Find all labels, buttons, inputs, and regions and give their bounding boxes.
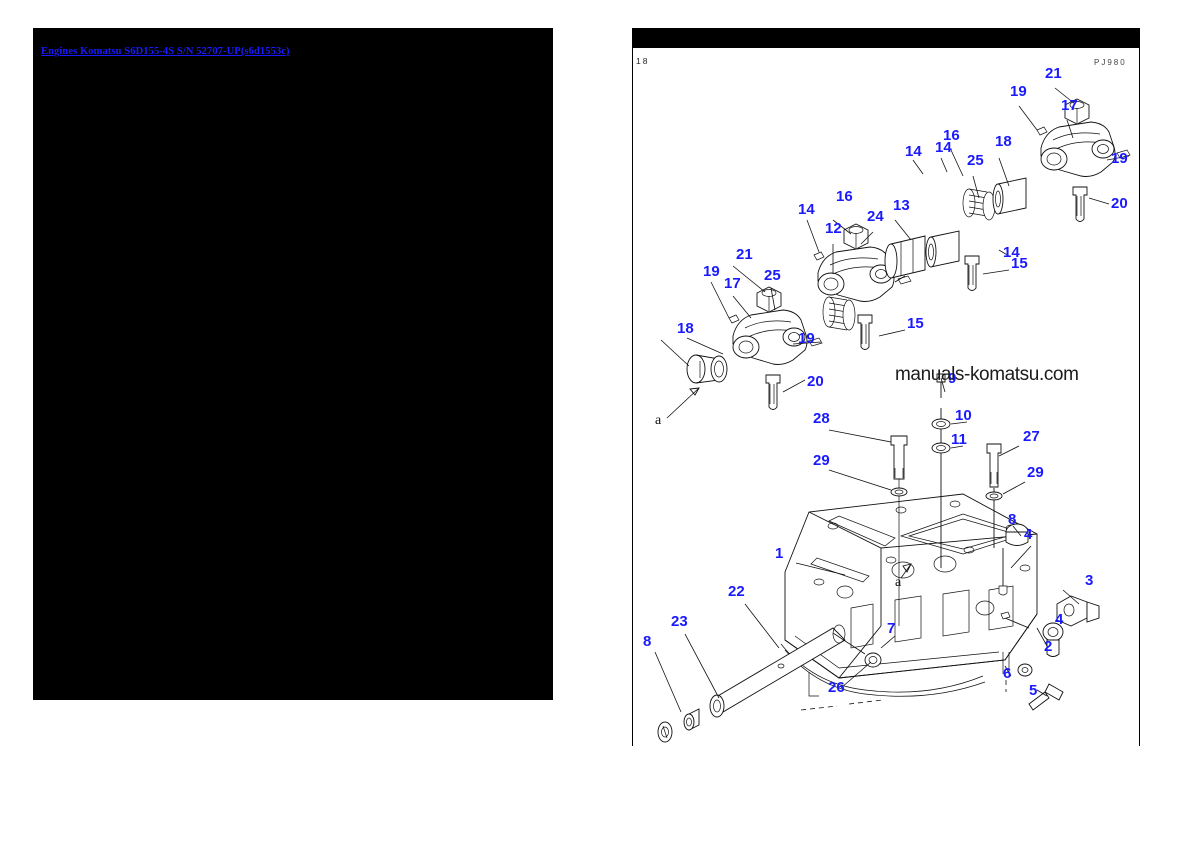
marker-a-center: a [895,575,902,590]
part-bolt-15-lower [857,314,873,350]
callout-15: 15 [907,315,924,332]
callout-25b: 25 [967,152,984,169]
callout-21b: 21 [1045,65,1062,82]
part-fitting-3 [1056,595,1100,627]
callout-6: 6 [1003,665,1011,682]
part-washer-29-right [985,491,1003,501]
part-bolt-5 [1028,683,1064,711]
callout-20: 20 [807,373,824,390]
part-bushing-18 [686,354,728,384]
parts-diagram-panel: 18 PJ980 [632,28,1140,746]
page-number: 18 [636,56,650,66]
diagram-border-left [632,48,633,746]
part-nut-16 [843,223,869,250]
callout-8b: 8 [643,633,651,650]
part-washer-6 [1002,652,1033,692]
callout-12: 12 [825,220,842,237]
callout-16: 16 [836,188,853,205]
part-plug-8-right [1005,523,1029,546]
callout-numbers: 1 2 3 4 4 5 6 7 8 8 9 10 11 12 13 14 14 [643,65,1128,699]
part-bolt-20-upper [1072,186,1088,222]
callout-28: 28 [813,410,830,427]
callout-19b: 19 [798,330,815,347]
part-rod-9 [936,373,946,568]
part-rocker-arm-17-upper [1036,121,1116,177]
leader-lines [654,87,1130,713]
document-title-link[interactable]: Engines Komatsu S6D155-4S S/N 52707-UP(s… [41,46,290,57]
left-preview-panel: Engines Komatsu S6D155-4S S/N 52707-UP(s… [33,28,553,700]
callout-17: 17 [724,275,741,292]
callout-5: 5 [1029,682,1037,699]
callout-18b: 18 [995,133,1012,150]
part-guides-24-13 [884,230,960,279]
part-spring-18-upper [962,177,1027,221]
part-pin-14-center [897,275,912,285]
part-rocker-shaft-22 [709,624,846,718]
callout-29: 29 [813,452,830,469]
callout-9: 9 [948,370,956,387]
callout-1: 1 [775,545,783,562]
marker-a-left: a [655,413,662,428]
callout-2: 2 [1044,638,1052,655]
callout-14d: 14 [1003,244,1020,261]
part-bolt-20 [765,374,781,410]
callout-17b: 17 [1061,97,1078,114]
callout-4b: 4 [1055,611,1064,628]
callout-19: 19 [703,263,720,280]
callout-15b: 15 [1011,255,1028,272]
callout-26: 26 [828,679,845,696]
part-washer-4 [998,548,1008,596]
callout-19c: 19 [1010,83,1027,100]
callout-27: 27 [1023,428,1040,445]
callout-19d: 19 [1111,150,1128,167]
part-bolt-15-upper [964,255,980,291]
callout-18: 18 [677,320,694,337]
callout-4: 4 [1024,526,1033,543]
parts-drawing: 1 2 3 4 4 5 6 7 8 8 9 10 11 12 13 14 14 [633,48,1139,746]
callout-21: 21 [736,246,753,263]
part-washer-10 [931,418,951,430]
part-plug-8-left [657,721,673,743]
part-washer-29-left [890,487,908,497]
callout-14: 14 [798,201,815,218]
callout-7: 7 [887,620,895,637]
callout-23: 23 [671,613,688,630]
part-spring-13-left [822,296,856,331]
part-gasket-26 [780,643,986,711]
diagram-header-bar [632,28,1140,48]
callout-22: 22 [728,583,745,600]
part-nut-21 [756,286,782,313]
callout-14b: 14 [905,143,922,160]
part-rocker-arm-17 [728,309,808,365]
part-washer-11 [931,442,951,454]
callout-25: 25 [764,267,781,284]
part-collar-23 [683,708,700,731]
callout-20b: 20 [1111,195,1128,212]
callout-11: 11 [951,431,967,448]
sheet-code: PJ980 [1094,58,1127,67]
callout-14c: 14 [935,139,952,156]
part-rocker-arm-12 [813,246,895,302]
callout-3: 3 [1085,572,1093,589]
part-pin-19-upper [1116,149,1131,159]
callout-16b: 16 [943,127,960,144]
callout-10: 10 [955,407,972,424]
callout-13: 13 [893,197,910,214]
callout-8: 8 [1008,511,1016,528]
part-nut-21-upper [1064,98,1090,125]
part-fitting-2 [1000,611,1064,657]
callout-24: 24 [867,208,884,225]
diagram-border-right [1139,48,1140,746]
part-bolt-28 [890,435,908,626]
callout-29b: 29 [1027,464,1044,481]
